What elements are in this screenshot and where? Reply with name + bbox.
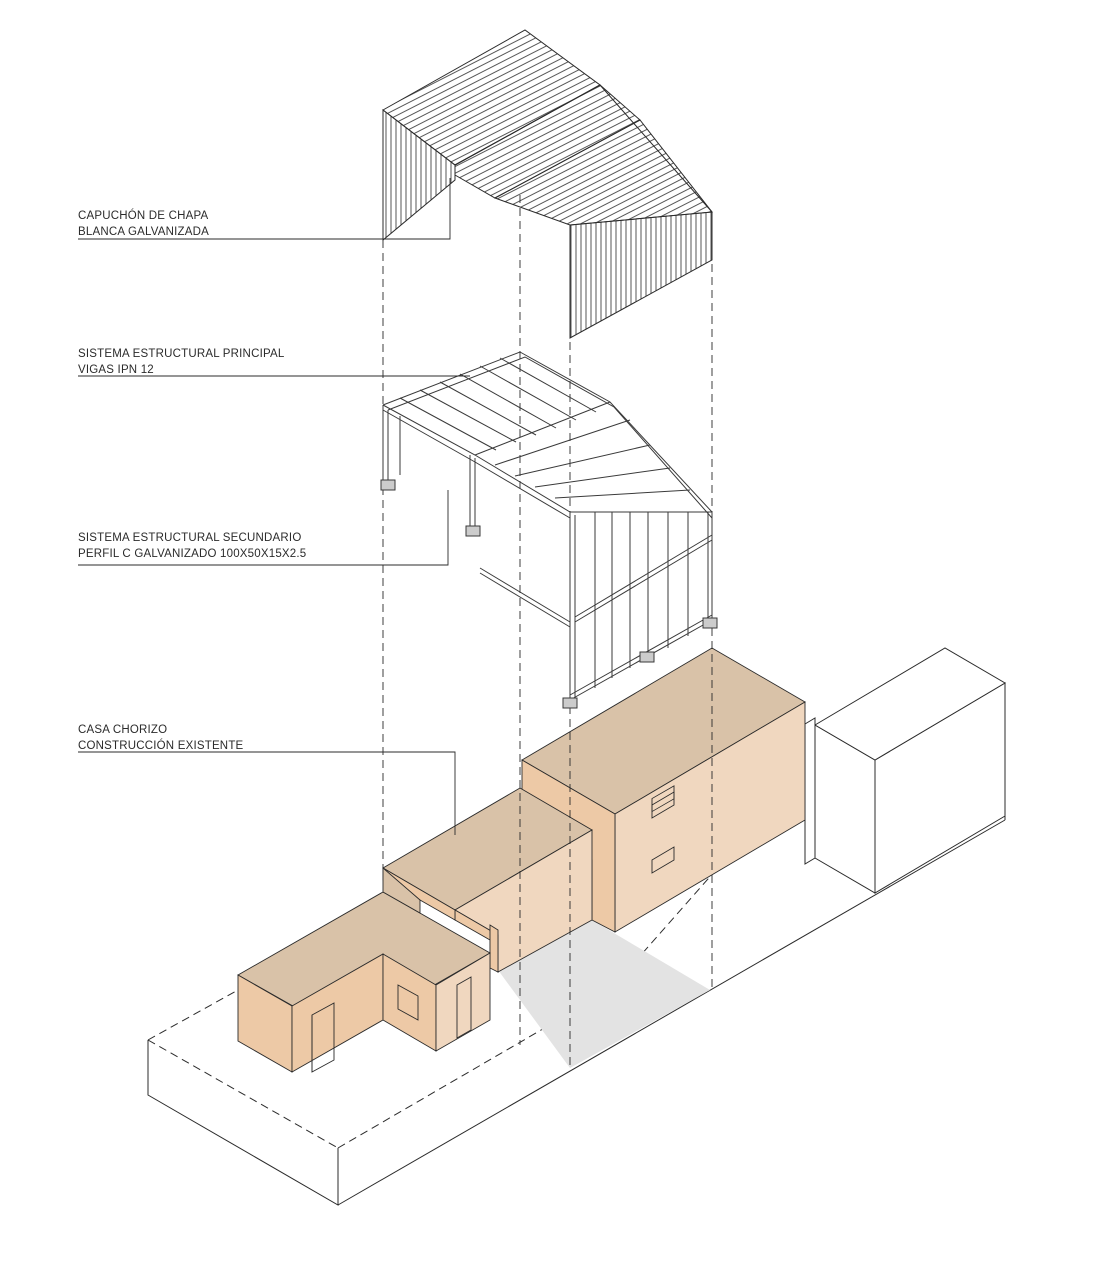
label-estructura-secundaria: SISTEMA ESTRUCTURAL SECUNDARIO PERFIL C … [78, 530, 306, 562]
label-capuchon-line1: CAPUCHÓN DE CHAPA [78, 210, 209, 222]
label-secundario-line1: SISTEMA ESTRUCTURAL SECUNDARIO [78, 532, 302, 544]
steel-frame [380, 351, 718, 709]
label-casa-chorizo: CASA CHORIZO CONSTRUCCIÓN EXISTENTE [78, 722, 243, 754]
courtyard-floor [498, 920, 710, 1068]
label-casa-line1: CASA CHORIZO [78, 724, 168, 736]
label-secundario-line2: PERFIL C GALVANIZADO 100X50X15X2.5 [78, 548, 307, 560]
label-capuchon: CAPUCHÓN DE CHAPA BLANCA GALVANIZADA [78, 208, 209, 240]
label-estructura-principal: SISTEMA ESTRUCTURAL PRINCIPAL VIGAS IPN … [78, 346, 284, 378]
roof-right-gable [569, 211, 713, 339]
label-casa-line2: CONSTRUCCIÓN EXISTENTE [78, 740, 244, 752]
casa-chorizo [237, 647, 806, 1073]
label-principal-line1: SISTEMA ESTRUCTURAL PRINCIPAL [78, 348, 285, 360]
roof-capuchon [382, 29, 713, 339]
label-capuchon-line2: BLANCA GALVANIZADA [78, 226, 209, 238]
neighbour-building [804, 647, 1006, 894]
leader-lines [78, 178, 470, 835]
label-principal-line2: VIGAS IPN 12 [78, 364, 154, 376]
block-front-right [435, 952, 491, 1052]
